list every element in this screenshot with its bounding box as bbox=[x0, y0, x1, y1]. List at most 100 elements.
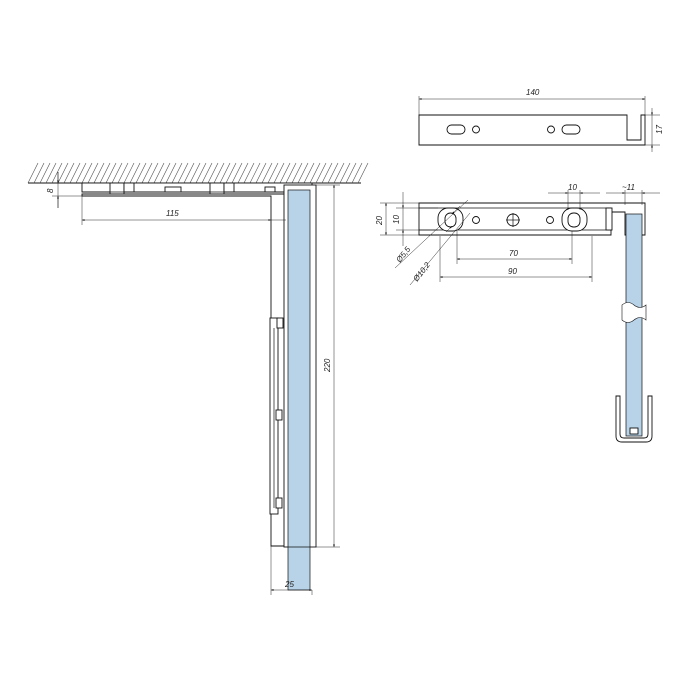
hatch-line bbox=[291, 162, 303, 184]
dim-11-label: ~11 bbox=[622, 183, 635, 192]
hatch-line bbox=[285, 162, 297, 184]
hatch-line bbox=[297, 162, 309, 184]
hatch-line bbox=[225, 162, 237, 184]
hatch-line bbox=[261, 162, 273, 184]
hatch-line bbox=[93, 162, 105, 184]
ceiling-mount-plate bbox=[81, 182, 313, 195]
hatch-line bbox=[273, 162, 285, 184]
hatch-line bbox=[219, 162, 231, 184]
dim-70-label: 70 bbox=[509, 249, 518, 258]
dim-slot-height: 10 bbox=[392, 192, 438, 246]
top-view: 140 17 bbox=[418, 88, 664, 152]
front-view-glass bbox=[615, 213, 653, 443]
front-view: 20 10 10 ~11 bbox=[375, 183, 660, 443]
dim-slot-width: 10 bbox=[548, 183, 600, 210]
glass-channel bbox=[283, 184, 317, 591]
dim-20-label: 20 bbox=[375, 216, 384, 226]
dim-10-horizontal-label: 10 bbox=[568, 183, 577, 192]
l-bracket-arm bbox=[81, 193, 288, 547]
hatch-line bbox=[279, 162, 291, 184]
hatch-line bbox=[159, 162, 171, 184]
hatch-line bbox=[315, 162, 327, 184]
dim-90-label: 90 bbox=[508, 267, 517, 276]
dim-ceiling-gap: 8 bbox=[46, 172, 82, 208]
hatch-line bbox=[51, 162, 63, 184]
hatch-line bbox=[231, 162, 243, 184]
hatch-line bbox=[351, 162, 363, 184]
dim-hole-spacing: 70 bbox=[456, 231, 573, 264]
hatch-line bbox=[123, 162, 135, 184]
dim-220-label: 220 bbox=[323, 358, 332, 373]
hatch-line bbox=[243, 162, 255, 184]
hatch-line bbox=[135, 162, 147, 184]
hatch-line bbox=[333, 162, 345, 184]
hatch-line bbox=[303, 162, 315, 184]
hatch-line bbox=[195, 162, 207, 184]
dim-diameter-small-label: Ø5,5 bbox=[394, 245, 413, 265]
hatch-line bbox=[213, 162, 225, 184]
top-view-slot-right bbox=[547, 124, 581, 135]
hatch-line bbox=[201, 162, 213, 184]
hatch-line bbox=[141, 162, 153, 184]
glass-panel-front bbox=[625, 213, 643, 437]
dim-glass-thickness: ~11 bbox=[606, 183, 660, 205]
hatch-line bbox=[39, 162, 51, 184]
hatch-line bbox=[45, 162, 57, 184]
hatch-line bbox=[345, 162, 357, 184]
dim-140-label: 140 bbox=[526, 88, 540, 97]
dim-17-label: 17 bbox=[655, 125, 664, 134]
glass-panel bbox=[287, 189, 311, 591]
hatch-line bbox=[183, 162, 195, 184]
front-view-center-hole bbox=[506, 213, 520, 227]
hatch-line bbox=[267, 162, 279, 184]
front-view-slot-left bbox=[437, 207, 464, 232]
dim-diameter-large-label: Ø10,2 bbox=[411, 260, 432, 284]
hatch-line bbox=[189, 162, 201, 184]
hatch-line bbox=[27, 162, 39, 184]
hatch-line bbox=[105, 162, 117, 184]
hatch-line bbox=[75, 162, 87, 184]
hatch-line bbox=[63, 162, 75, 184]
hatch-line bbox=[129, 162, 141, 184]
dim-front-height: 20 bbox=[375, 202, 419, 236]
dim-width: 25 bbox=[270, 546, 313, 595]
dim-outer-spacing: 90 bbox=[439, 236, 593, 282]
hatch-line bbox=[321, 162, 333, 184]
hatch-line bbox=[171, 162, 183, 184]
dim-arm-length: 115 bbox=[81, 196, 286, 225]
hatch-line bbox=[69, 162, 81, 184]
hatch-line bbox=[153, 162, 165, 184]
hatch-line bbox=[249, 162, 261, 184]
dim-end-height: 17 bbox=[645, 108, 664, 152]
hatch-line bbox=[207, 162, 219, 184]
hatch-line bbox=[117, 162, 129, 184]
hatch-line bbox=[87, 162, 99, 184]
hatch-line bbox=[111, 162, 123, 184]
hatch-line bbox=[309, 162, 321, 184]
dim-10-vertical-label: 10 bbox=[392, 215, 401, 224]
hatch-line bbox=[147, 162, 159, 184]
top-view-slot-left bbox=[446, 124, 480, 135]
hatch-line bbox=[237, 162, 249, 184]
hatch-line bbox=[177, 162, 189, 184]
dim-height: 220 bbox=[316, 184, 340, 548]
dim-8-label: 8 bbox=[46, 188, 55, 193]
hatch-line bbox=[57, 162, 69, 184]
side-view: 8 115 220 25 bbox=[27, 162, 369, 595]
ceiling-hatch bbox=[27, 162, 369, 184]
dim-25-label: 25 bbox=[284, 580, 294, 589]
front-view-slot-right bbox=[561, 207, 588, 232]
hatch-line bbox=[327, 162, 339, 184]
hatch-line bbox=[99, 162, 111, 184]
hatch-line bbox=[255, 162, 267, 184]
hatch-line bbox=[33, 162, 45, 184]
front-view-hole-2 bbox=[546, 216, 554, 224]
dim-115-label: 115 bbox=[166, 209, 179, 218]
hatch-line bbox=[81, 162, 93, 184]
front-view-hole-1 bbox=[472, 216, 480, 224]
hatch-line bbox=[357, 162, 369, 184]
hatch-line bbox=[165, 162, 177, 184]
hatch-line bbox=[339, 162, 351, 184]
dim-length: 140 bbox=[418, 88, 646, 115]
